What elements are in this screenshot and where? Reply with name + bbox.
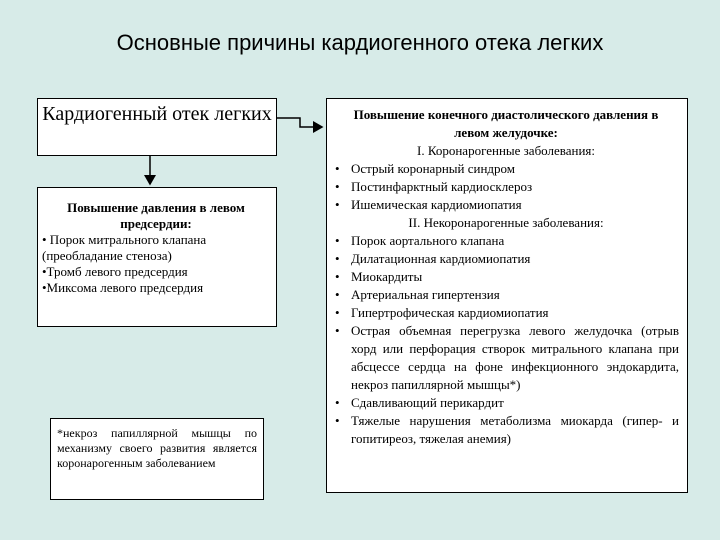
left-ventricle-heading: Повышение конечного диастолического давл… — [353, 107, 659, 140]
group-coronary-heading: I. Коронарогенные заболевания: — [416, 143, 596, 158]
left-atrium-heading: Повышение давления в левом предсердии: — [67, 200, 245, 231]
list-item: Гипертрофическая кардиомиопатия — [333, 304, 679, 322]
group-noncoronary-heading: II. Некоронарогенные заболевания: — [408, 215, 604, 230]
arrow-right — [277, 117, 324, 133]
list-item: Тяжелые нарушения метаболизма миокарда (… — [333, 412, 679, 448]
list-item: Порок аортального клапана — [333, 232, 679, 250]
footnote-box: *некроз папиллярной мышцы по механизму с… — [50, 418, 264, 500]
list-item: Дилатационная кардиомиопатия — [333, 250, 679, 268]
cardiogenic-edema-label: Кардиогенный отек легких — [42, 103, 272, 125]
atrium-cause-item: • Порок митрального клапана (преобладани… — [42, 232, 207, 263]
list-item: Постинфарктный кардиосклероз — [333, 178, 679, 196]
left-ventricle-pressure-box: Повышение конечного диастолического давл… — [326, 98, 688, 493]
footnote-text: *некроз папиллярной мышцы по механизму с… — [57, 426, 257, 470]
list-item: Артериальная гипертензия — [333, 286, 679, 304]
list-item: Миокардиты — [333, 268, 679, 286]
atrium-cause-item: •Миксома левого предсердия — [42, 280, 204, 295]
left-atrium-pressure-box: Повышение давления в левом предсердии: •… — [37, 187, 277, 327]
list-item: Острая объемная перегрузка левого желудо… — [333, 322, 679, 394]
cardiogenic-edema-box: Кардиогенный отек легких — [37, 98, 277, 156]
list-item: Сдавливающий перикардит — [333, 394, 679, 412]
list-item: Острый коронарный синдром — [333, 160, 679, 178]
list-item: Ишемическая кардиомиопатия — [333, 196, 679, 214]
atrium-cause-item: •Тромб левого предсердия — [42, 264, 188, 279]
slide-title: Основные причины кардиогенного отека лег… — [116, 30, 604, 55]
